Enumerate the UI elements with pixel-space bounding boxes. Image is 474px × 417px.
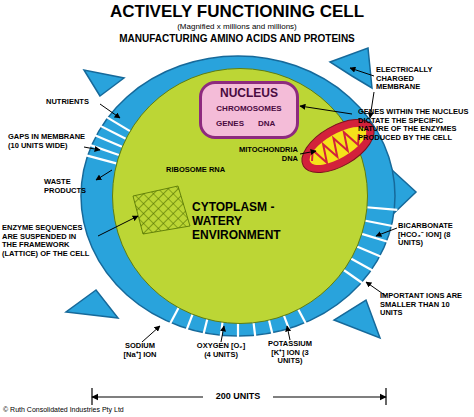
membrane-flap (84, 70, 124, 96)
callout-label: GAPS IN MEMBRANE (10 UNITS WIDE) (8, 133, 86, 150)
ion-label: POTASSIUM [K⁺] ION (3 UNITS) (262, 340, 318, 366)
callout-label: WASTE PRODUCTS (44, 178, 94, 195)
cytoplasm-label: CYTOPLASM - WATERY ENVIRONMENT (192, 201, 304, 242)
nucleus-label: NUCLEUS (202, 87, 296, 101)
dimension-line (92, 388, 386, 405)
leader-arrow (100, 104, 120, 118)
mitochondrion (308, 126, 364, 169)
enzyme-lattice (133, 186, 190, 234)
nucleus-box: NUCLEUS CHROMOSOMES GENESDNA (199, 81, 299, 139)
subtitle: (Magnified x millions and millions) (0, 22, 474, 31)
leader-arrow (300, 151, 316, 154)
callout-label: GENES WITHIN THE NUCLEUS DICTATE THE SPE… (358, 108, 472, 143)
membrane-gap (253, 321, 257, 355)
membrane-gap (364, 207, 398, 210)
dna-label: DNA (258, 119, 288, 128)
membrane-gap (87, 144, 119, 155)
leader-arrow (142, 326, 160, 342)
part-label: RIBOSOME RNA (166, 166, 246, 175)
ion-label: BICARBONATE [HCO₃⁻ ION] (8 UNITS) (398, 222, 472, 248)
gene-label: GENES (216, 119, 256, 128)
membrane-gap (101, 114, 130, 132)
membrane-gap (354, 245, 385, 258)
membrane-flap (66, 290, 118, 318)
leader-arrow (221, 326, 224, 342)
leader-arrow (300, 106, 352, 114)
diagram-title: ACTIVELY FUNCTIONING CELL (0, 2, 474, 22)
membrane-gap (348, 257, 378, 273)
membrane-gap (181, 314, 193, 346)
callout-label: ELECTRICALLY CHARGED MEMBRANE (376, 66, 456, 92)
copyright-note: © Ruth Consolidated Industries Pty Ltd (3, 406, 253, 414)
dimension-label: 200 UNITS (203, 391, 273, 401)
callout-label: IMPORTANT IONS ARE SMALLER THAN 10 UNITS (380, 292, 474, 318)
membrane-gap (362, 220, 395, 226)
leader-arrow (287, 326, 290, 340)
membrane-gap (163, 307, 179, 337)
callout-label: NUTRIENTS (46, 98, 106, 107)
part-label: MITOCHONDRIA DNA (232, 146, 298, 163)
ion-label: OXYGEN [O₂] (4 UNITS) (194, 342, 248, 359)
leader-arrow (96, 170, 112, 180)
membrane-gap (358, 233, 391, 243)
callout-label: ENZYME SEQUENCES ARE SUSPENDED IN THE FR… (2, 224, 90, 259)
ion-label: SODIUM [Na⁺] ION (118, 342, 162, 359)
membrane-gap (297, 307, 313, 337)
leader-arrow (350, 68, 374, 76)
membrane-flap (334, 300, 380, 338)
dimension-line (385, 388, 386, 405)
membrane-gap (341, 268, 369, 288)
membrane-flap (66, 48, 416, 338)
leader-arrow (84, 147, 100, 150)
leader-arrow (376, 228, 397, 236)
membrane-gap (83, 155, 116, 164)
heading: MANUFACTURING AMINO ACIDS AND PROTEINS (0, 33, 474, 45)
dimension-line (91, 388, 92, 405)
leader-arrow (98, 216, 138, 236)
cell-membrane (81, 56, 395, 336)
leader-arrow (84, 68, 397, 342)
chromosome-label: CHROMOSOMES (202, 104, 296, 113)
